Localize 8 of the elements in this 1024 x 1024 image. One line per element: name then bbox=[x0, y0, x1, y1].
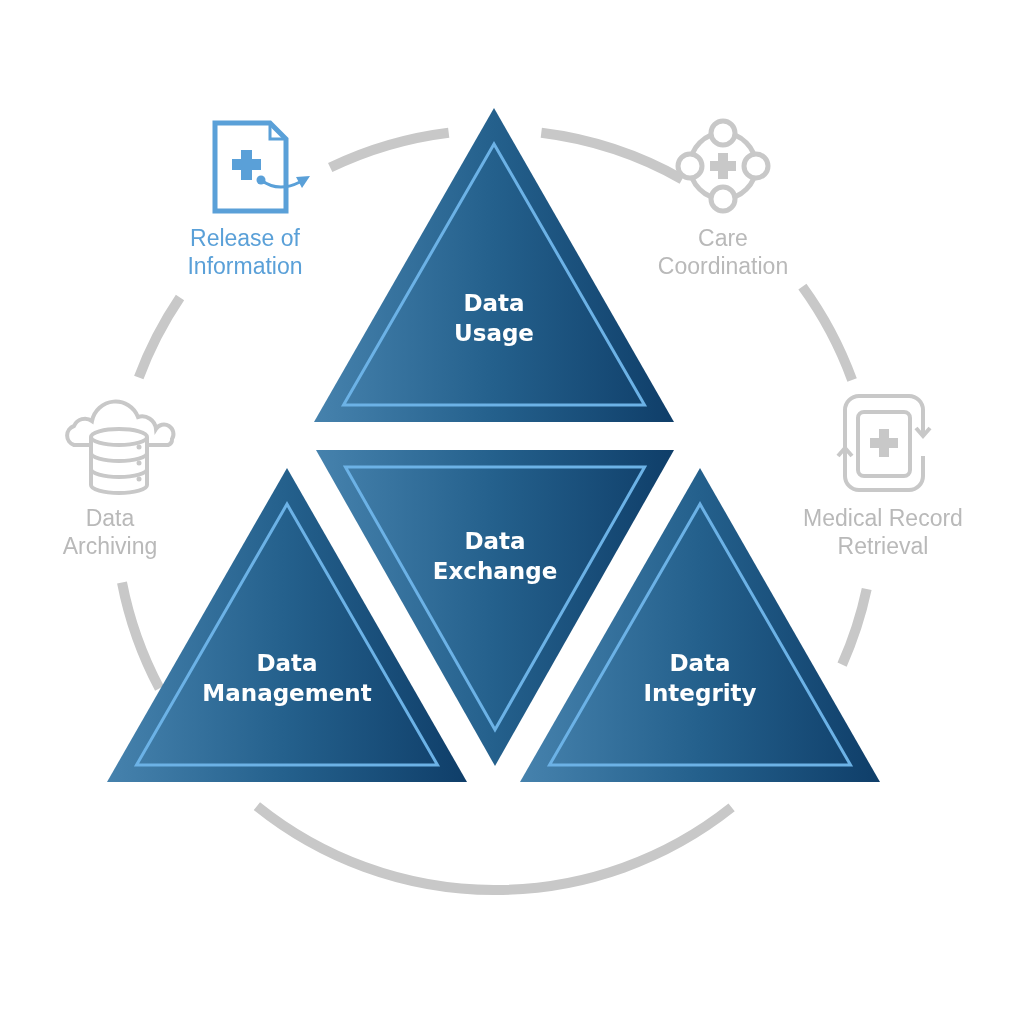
icon-caption: Release of Information bbox=[187, 225, 303, 279]
node-label: Data Management bbox=[202, 649, 372, 708]
icon-caption: Data Archiving bbox=[62, 505, 158, 559]
icon-caption: Care Coordination bbox=[657, 225, 789, 279]
icon-caption: Medical Record Retrieval bbox=[803, 505, 963, 559]
node-label: Data Exchange bbox=[432, 527, 558, 586]
node-label: Data Integrity bbox=[643, 649, 757, 708]
node-label: Data Usage bbox=[454, 289, 534, 348]
